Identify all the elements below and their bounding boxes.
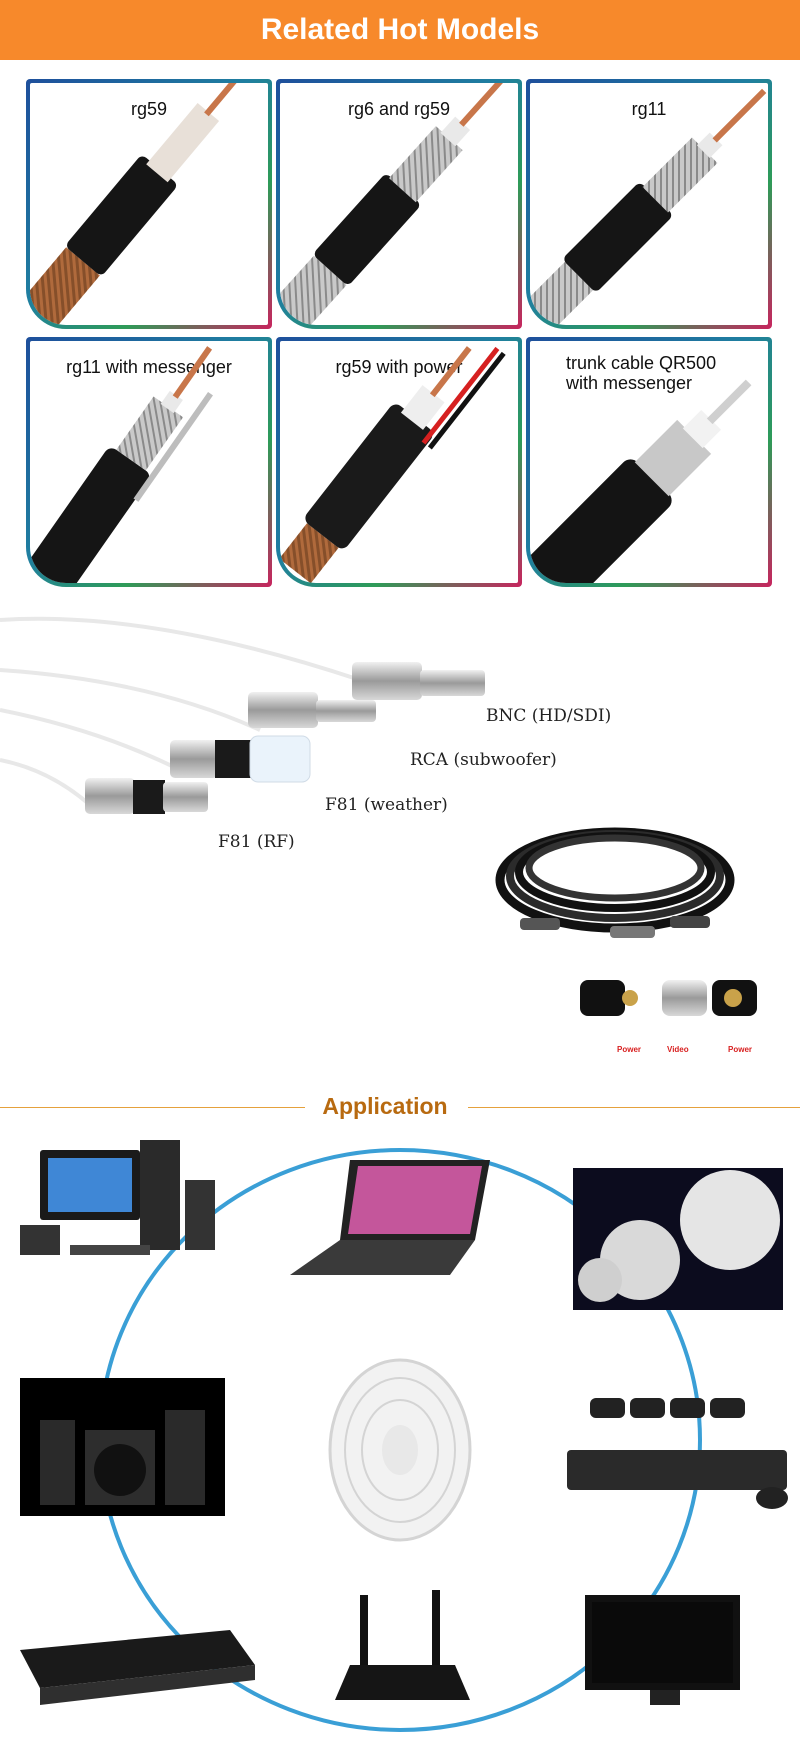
f81-rf-label: F81 (RF): [218, 832, 295, 852]
product-label: rg59: [130, 99, 168, 119]
f81-weather-connector: [170, 735, 311, 783]
satellite-dish-icon: [573, 1168, 783, 1310]
product-card-rg6-rg59[interactable]: rg6 and rg59: [276, 79, 522, 329]
product-label: trunk cable QR500 with messenger: [566, 353, 768, 393]
product-label: rg59 with power: [335, 357, 463, 377]
video-label: Video: [667, 1045, 689, 1054]
product-card-rg11-messenger[interactable]: rg11 with messenger: [26, 337, 272, 587]
product-label-text: trunk cable QR500 with messenger: [566, 353, 717, 393]
product-label: rg11: [631, 99, 667, 119]
dvr-recorder-icon: [20, 1630, 255, 1705]
television-icon: [585, 1595, 740, 1705]
desktop-computer-icon: [20, 1140, 215, 1255]
rca-label: RCA (subwoofer): [410, 750, 557, 770]
mini-connectors: [580, 980, 757, 1016]
cctv-dvr-icon: [567, 1398, 788, 1509]
bnc-connector: [352, 662, 485, 700]
cable-image: [530, 379, 752, 583]
header-banner: Related Hot Models: [0, 0, 800, 60]
power-left-label: Power: [617, 1045, 642, 1054]
cable-image: [280, 346, 506, 583]
product-card-rg59[interactable]: rg59: [26, 79, 272, 329]
speaker-system-icon: [20, 1378, 225, 1516]
cable-image: [530, 88, 767, 325]
header-title: Related Hot Models: [260, 13, 540, 46]
product-label: rg6 and rg59: [347, 99, 451, 119]
laptop-icon: [290, 1160, 490, 1275]
application-divider-left: [0, 1107, 305, 1108]
cable-image: [280, 83, 511, 325]
application-illustration: [20, 1140, 788, 1732]
cable-image: [30, 346, 213, 583]
product-card-trunk-qr500[interactable]: trunk cable QR500 with messenger: [526, 337, 772, 587]
product-card-rg11[interactable]: rg11: [526, 79, 772, 329]
application-title: Application: [322, 1093, 448, 1119]
connectors-illustration: [0, 616, 757, 1016]
cable-image: [30, 83, 254, 325]
f81-rf-connector: [85, 778, 208, 814]
product-card-rg59-power[interactable]: rg59 with power: [276, 337, 522, 587]
f81-weather-label: F81 (weather): [325, 795, 448, 815]
rca-connector: [248, 692, 376, 728]
wifi-router-icon: [335, 1590, 470, 1700]
application-divider-right: [468, 1107, 800, 1108]
coax-cable-roll-icon: [328, 1358, 472, 1542]
cable-coil-image: [495, 827, 735, 938]
power-right-label: Power: [728, 1045, 753, 1054]
bnc-label: BNC (HD/SDI): [486, 706, 612, 726]
